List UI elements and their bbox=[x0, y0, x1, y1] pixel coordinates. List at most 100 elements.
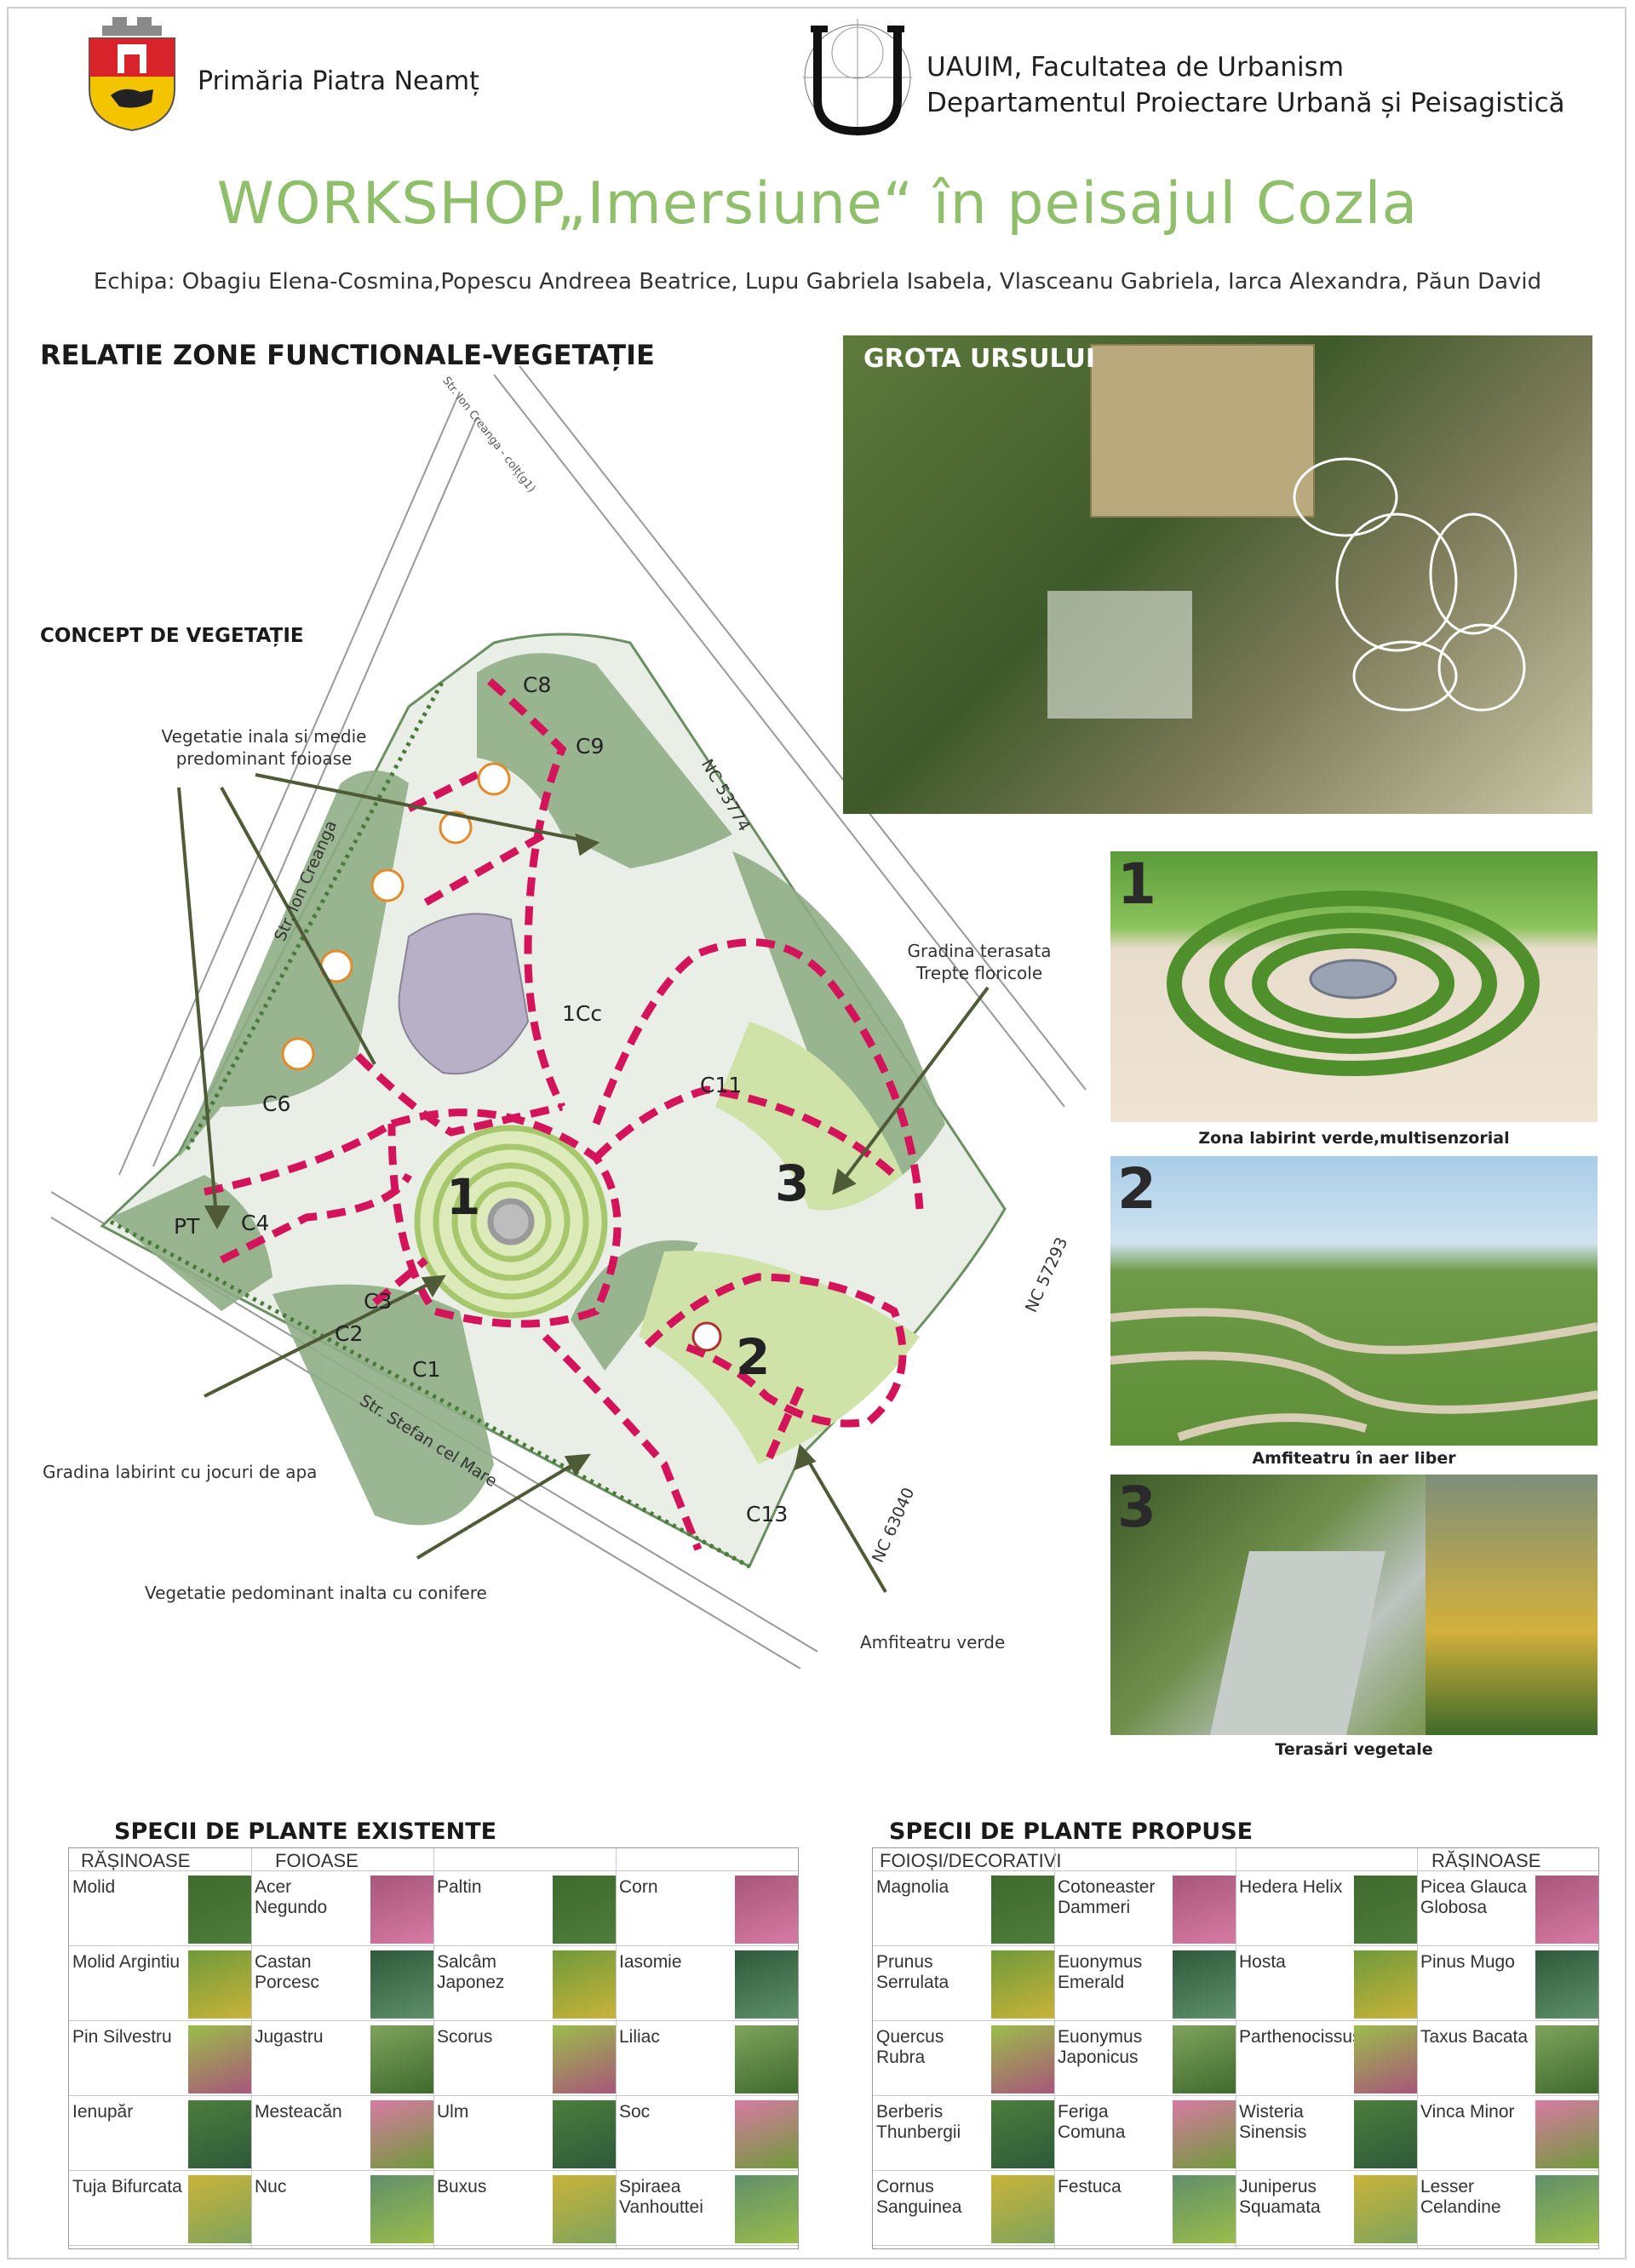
labyrinth-zone-1 bbox=[414, 1125, 608, 1319]
section-heading-concept: CONCEPT DE VEGETAȚIE bbox=[40, 625, 304, 647]
photo-amphitheatre: 2 bbox=[1110, 1156, 1598, 1446]
proposed-header-conifers: RĂȘINOASE bbox=[1431, 1850, 1541, 1871]
species-photo bbox=[735, 2100, 798, 2168]
species-name: Juniperus Squamata bbox=[1239, 2177, 1321, 2217]
species-name: Euonymus Emerald bbox=[1058, 1952, 1143, 1992]
label-c3: C3 bbox=[364, 1289, 393, 1314]
photo-number-3: 3 bbox=[1117, 1475, 1156, 1540]
table-col-divider bbox=[616, 1848, 617, 2248]
zone-number-2: 2 bbox=[736, 1328, 771, 1386]
site-plan bbox=[51, 365, 1087, 1669]
uauim-logo-icon bbox=[803, 19, 912, 136]
species-name: Wisteria Sinensis bbox=[1239, 2102, 1307, 2142]
caption-terraces: Terasări vegetale bbox=[1275, 1740, 1433, 1759]
species-name: Hedera Helix bbox=[1239, 1877, 1343, 1897]
terrace-wall-shape bbox=[1210, 1551, 1385, 1735]
photo-grota-ursului: GROTA URSULUI bbox=[843, 335, 1592, 814]
species-photo bbox=[1535, 2025, 1598, 2093]
species-photo bbox=[370, 2025, 433, 2093]
grota-title: GROTA URSULUI bbox=[863, 344, 1096, 374]
species-name: Nuc bbox=[255, 2177, 287, 2196]
table-col-divider bbox=[1054, 1848, 1055, 2248]
species-name: Soc bbox=[619, 2102, 651, 2122]
label-c13: C13 bbox=[746, 1502, 789, 1526]
species-name: Tuja Bifurcata bbox=[72, 2177, 182, 2196]
species-photo bbox=[735, 1950, 798, 2019]
annotation-terasata-line1: Gradina terasata bbox=[907, 941, 1052, 961]
annotation-labirint: Gradina labirint cu jocuri de apa bbox=[43, 1462, 318, 1482]
species-name: Festuca bbox=[1058, 2177, 1122, 2196]
species-photo bbox=[735, 1876, 798, 1944]
terrace-inset-photo bbox=[1426, 1475, 1598, 1735]
species-name: Quercus Rubra bbox=[876, 2027, 944, 2067]
species-photo bbox=[1173, 2100, 1236, 2168]
label-1cc: 1Cc bbox=[562, 1001, 603, 1026]
annotation-foioase: Vegetatie inala si medie predominant foi… bbox=[136, 725, 392, 770]
species-photo bbox=[1354, 2025, 1417, 2093]
label-c11: C11 bbox=[700, 1073, 743, 1097]
species-photo bbox=[991, 1950, 1054, 2019]
page-title: WORKSHOP„Imersiune“ în peisajul Cozla bbox=[216, 170, 1419, 238]
species-photo bbox=[991, 2025, 1054, 2093]
city-crest-icon bbox=[89, 17, 175, 132]
species-photo bbox=[370, 1876, 433, 1944]
zone-number-3: 3 bbox=[775, 1154, 810, 1212]
photo-terraces: 3 bbox=[1110, 1475, 1598, 1735]
species-name: Ulm bbox=[437, 2102, 469, 2122]
boundary-hedge-south bbox=[109, 1219, 751, 1569]
pedestrian-paths bbox=[204, 678, 924, 1551]
zone-number-1: 1 bbox=[446, 1168, 481, 1226]
species-photo bbox=[553, 1950, 616, 2019]
species-name: Euonymus Japonicus bbox=[1058, 2027, 1143, 2067]
species-name: Ienupăr bbox=[72, 2102, 134, 2122]
pavilion-shape bbox=[1090, 344, 1315, 518]
species-name: Salcâm Japonez bbox=[437, 1952, 505, 1992]
species-photo bbox=[553, 2025, 616, 2093]
species-photo bbox=[188, 2025, 251, 2093]
species-name: Mesteacăn bbox=[255, 2102, 342, 2122]
table-col-divider bbox=[433, 1848, 434, 2248]
species-photo bbox=[370, 1950, 433, 2019]
species-name: Acer Negundo bbox=[255, 1877, 328, 1917]
annotation-foioase-line1: Vegetatie inala si medie bbox=[161, 726, 367, 747]
label-pt: PT bbox=[174, 1214, 200, 1239]
species-photo bbox=[1535, 1876, 1598, 1944]
proposed-header-deciduous: FOIOȘI/DECORATIVI bbox=[880, 1850, 1062, 1871]
species-photo bbox=[188, 1876, 251, 1944]
annotation-amfiteatru: Amfiteatru verde bbox=[860, 1632, 1006, 1652]
faculty-line-2: Departamentul Proiectare Urbană și Peisa… bbox=[926, 88, 1565, 118]
municipality-name: Primăria Piatra Neamț bbox=[198, 66, 479, 96]
table-col-divider bbox=[251, 1848, 252, 2248]
section-heading-relatie: RELATIE ZONE FUNCTIONALE-VEGETAȚIE bbox=[40, 339, 655, 371]
annotation-terasata-line2: Trepte floricole bbox=[915, 963, 1043, 983]
boundary-hedge-west bbox=[185, 679, 445, 1151]
species-photo bbox=[1535, 2100, 1598, 2168]
species-name: Molid bbox=[72, 1877, 116, 1897]
theatre-mask-icon bbox=[691, 1321, 722, 1352]
label-c6: C6 bbox=[262, 1091, 291, 1116]
species-name: Iasomie bbox=[619, 1952, 682, 1972]
species-name: Lesser Celandine bbox=[1420, 2177, 1501, 2217]
proposed-species-title: SPECII DE PLANTE PROPUSE bbox=[889, 1818, 1254, 1845]
species-name: Spiraea Vanhouttei bbox=[619, 2177, 703, 2217]
annotation-foioase-line2: predominant foioase bbox=[175, 748, 353, 769]
photo-number-1: 1 bbox=[1117, 851, 1156, 917]
species-name: Cornus Sanguinea bbox=[876, 2177, 962, 2217]
team-list: Echipa: Obagiu Elena-Cosmina,Popescu And… bbox=[93, 269, 1542, 295]
species-photo bbox=[188, 2175, 251, 2243]
photo-labyrinth: 1 bbox=[1110, 851, 1598, 1122]
species-name: Feriga Comuna bbox=[1058, 2102, 1126, 2142]
species-name: Pinus Mugo bbox=[1420, 1952, 1515, 1972]
gate-shape bbox=[1047, 591, 1192, 719]
species-name: Prunus Serrulata bbox=[876, 1952, 949, 1992]
species-photo bbox=[553, 2175, 616, 2243]
annotation-arrows bbox=[177, 773, 990, 1594]
table-col-divider bbox=[1417, 1848, 1418, 2248]
species-photo bbox=[370, 2100, 433, 2168]
caption-amphitheatre: Amfiteatru în aer liber bbox=[1252, 1449, 1456, 1468]
species-name: Jugastru bbox=[255, 2027, 324, 2047]
faculty-name: UAUIM, Facultatea de Urbanism Departamen… bbox=[926, 49, 1565, 121]
species-photo bbox=[188, 1950, 251, 2019]
